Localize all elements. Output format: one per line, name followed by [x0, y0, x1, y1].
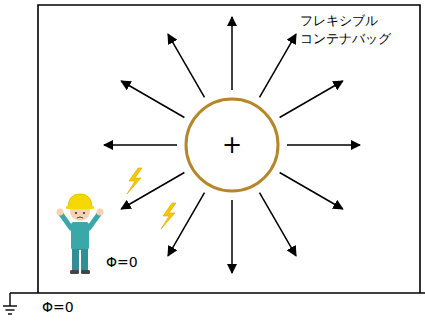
potential-label-box: Φ=0 — [106, 253, 138, 272]
room-wall — [10, 5, 425, 293]
part-label-box: フレキシブル コンテナバッグ — [300, 12, 391, 47]
field-arrows — [104, 17, 360, 273]
worker-figure — [57, 194, 104, 274]
bag-outline — [186, 99, 278, 191]
potential-label: Φ=0 — [106, 253, 138, 272]
potential-label: Φ=0 — [42, 298, 74, 317]
ground-symbol — [3, 293, 17, 314]
charge-sign: + — [222, 132, 242, 158]
leader-line — [270, 54, 296, 112]
potential-label-box: Φ=0 — [42, 298, 74, 317]
bag-circle: + — [184, 97, 280, 193]
lightning-bolt — [127, 168, 176, 229]
part-label: フレキシブル コンテナバッグ — [300, 12, 391, 47]
